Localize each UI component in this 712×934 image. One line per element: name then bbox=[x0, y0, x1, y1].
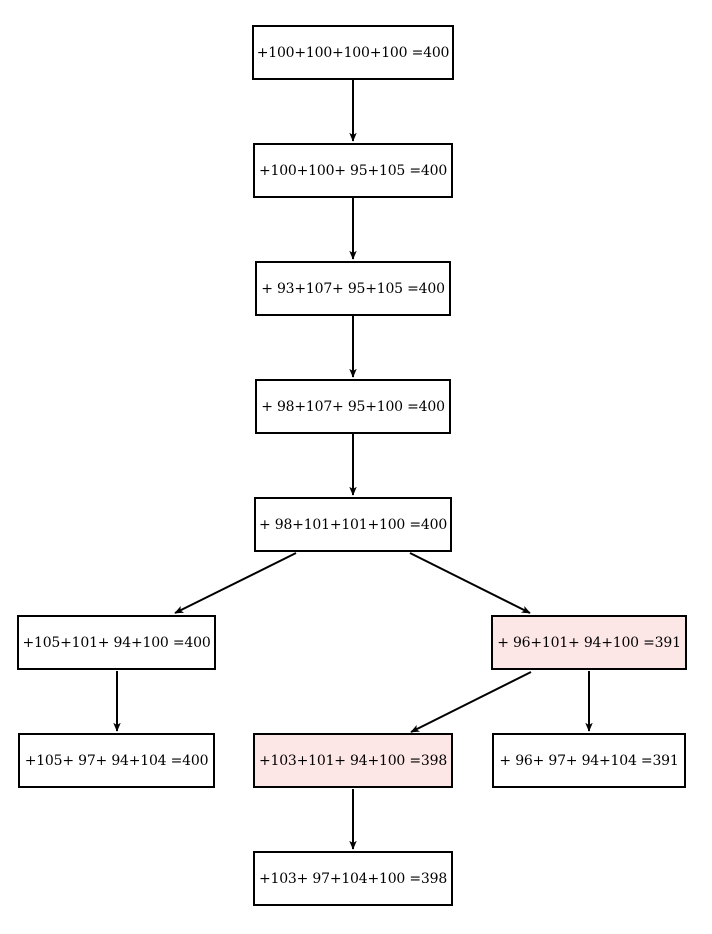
node-11: +103+ 97+104+100 =398 bbox=[253, 851, 453, 906]
node-9-highlighted: +103+101+ 94+100 =398 bbox=[253, 733, 453, 788]
node-3: + 93+107+ 95+105 =400 bbox=[255, 261, 451, 316]
edge-n7-n9 bbox=[410, 671, 532, 733]
node-10: + 96+ 97+ 94+104 =391 bbox=[492, 733, 686, 788]
node-6: +105+101+ 94+100 =400 bbox=[17, 615, 216, 670]
node-8: +105+ 97+ 94+104 =400 bbox=[18, 733, 215, 788]
edge-n5-n7 bbox=[409, 552, 531, 614]
edge-n5-n6 bbox=[174, 552, 297, 614]
node-2: +100+100+ 95+105 =400 bbox=[253, 143, 453, 198]
node-7-highlighted: + 96+101+ 94+100 =391 bbox=[491, 615, 687, 670]
node-5: + 98+101+101+100 =400 bbox=[254, 497, 452, 552]
node-4: + 98+107+ 95+100 =400 bbox=[255, 379, 451, 434]
node-1: +100+100+100+100 =400 bbox=[252, 25, 454, 80]
